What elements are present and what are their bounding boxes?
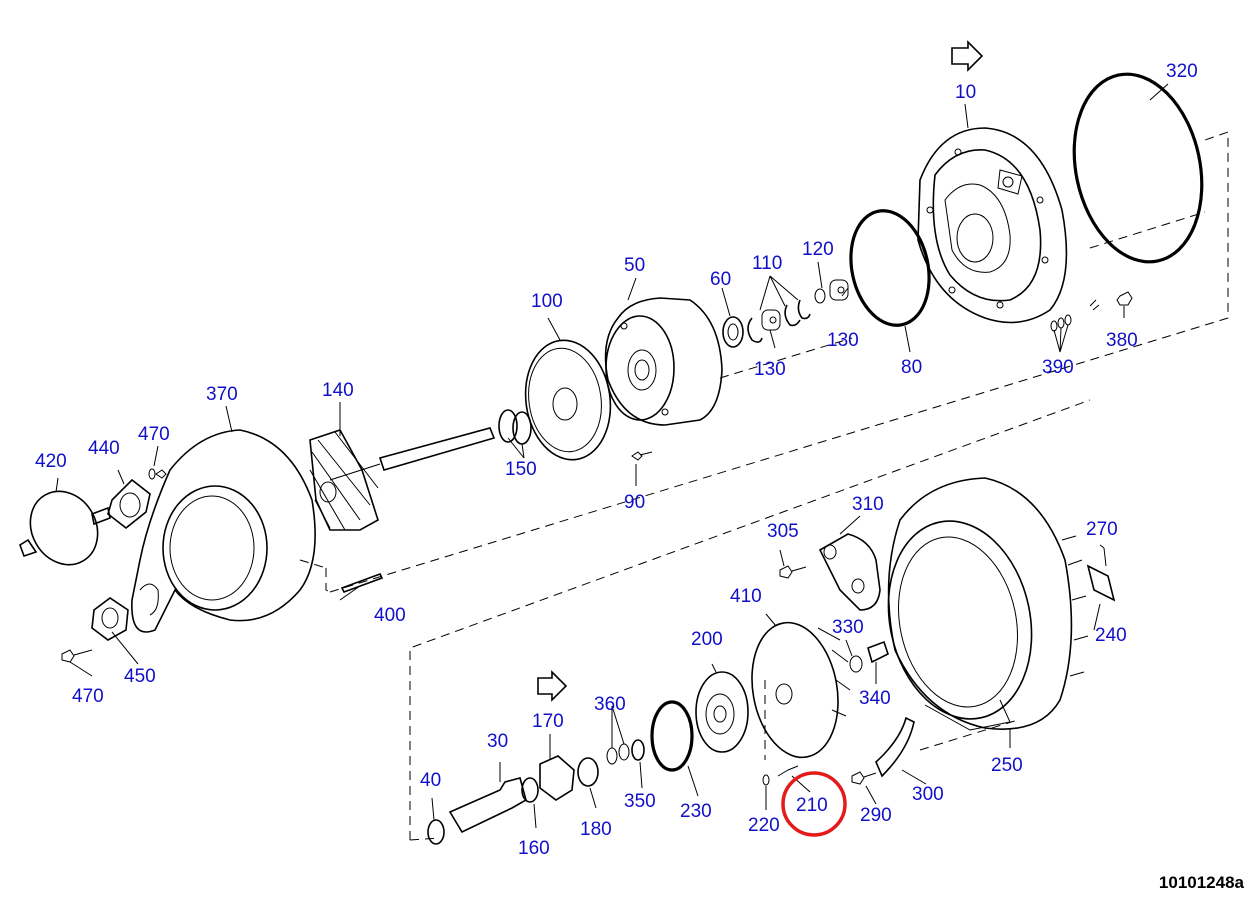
label-110: 110 [752, 253, 782, 274]
label-230: 230 [680, 801, 712, 822]
label-130a: 130 [827, 330, 859, 351]
label-380: 380 [1106, 330, 1138, 351]
part-330-washer [849, 655, 863, 673]
label-310: 310 [852, 494, 884, 515]
part-290-bolt [851, 771, 877, 785]
label-250: 250 [991, 755, 1023, 776]
label-350: 350 [624, 791, 656, 812]
label-390: 390 [1042, 357, 1074, 378]
label-470-lower: 470 [72, 686, 104, 707]
part-140-rotor-shaft [309, 427, 496, 531]
label-320: 320 [1166, 61, 1198, 82]
part-340-plug [867, 640, 889, 664]
part-150-piston-rings [498, 409, 532, 445]
label-90: 90 [624, 492, 645, 513]
label-360: 360 [594, 694, 626, 715]
part-470-bolt-upper [148, 468, 167, 480]
label-160: 160 [518, 838, 550, 859]
part-300-segment [875, 716, 915, 778]
label-270: 270 [1086, 519, 1118, 540]
label-50: 50 [624, 255, 645, 276]
part-160-washer [521, 777, 539, 803]
part-320-o-ring [1072, 72, 1204, 264]
part-220-washer [762, 774, 770, 786]
part-10-bearing-casing [917, 127, 1068, 324]
part-470-bolt-lower [61, 649, 93, 663]
label-470-upper: 470 [138, 424, 170, 445]
direction-arrow-upper [951, 40, 984, 72]
part-410-impeller [751, 621, 851, 759]
part-50-housing [604, 297, 723, 426]
part-210-bolt [777, 765, 799, 777]
label-200: 200 [691, 629, 723, 650]
lower-assembly-outline [409, 399, 1091, 841]
part-40-ring [427, 819, 445, 845]
parts-60-110-120-130-rings-bushings [722, 279, 849, 348]
part-450-flange [91, 597, 129, 641]
label-400: 400 [374, 605, 406, 626]
label-170: 170 [532, 711, 564, 732]
leader-lines [55, 83, 1169, 829]
part-360-rings [606, 743, 630, 765]
part-440-flange [107, 478, 151, 530]
label-305: 305 [767, 521, 799, 542]
label-210: 210 [796, 795, 828, 816]
part-230-o-ring [650, 700, 694, 772]
label-440: 440 [88, 438, 120, 459]
part-240-plate [1086, 564, 1116, 602]
part-305-bolt [779, 565, 807, 579]
label-420: 420 [35, 451, 67, 472]
part-400-stud [340, 573, 384, 593]
label-220: 220 [748, 815, 780, 836]
part-80-o-ring [849, 209, 931, 327]
label-240: 240 [1095, 625, 1127, 646]
part-420-cover [19, 490, 111, 566]
label-100: 100 [531, 291, 563, 312]
label-450: 450 [124, 666, 156, 687]
part-90-screw [631, 451, 653, 461]
label-120: 120 [802, 239, 834, 260]
direction-arrow-lower [537, 670, 568, 702]
part-370-turbine-housing [131, 429, 316, 633]
label-40: 40 [420, 770, 441, 791]
label-300: 300 [912, 784, 944, 805]
label-340: 340 [859, 688, 891, 709]
label-180: 180 [580, 819, 612, 840]
part-180-disc [577, 757, 599, 787]
label-150: 150 [505, 459, 537, 480]
label-10: 10 [955, 82, 976, 103]
upper-assembly-outline [325, 131, 1229, 593]
label-140: 140 [322, 380, 354, 401]
part-390-380-washers-nut [1050, 291, 1133, 332]
label-410: 410 [730, 586, 762, 607]
label-130b: 130 [754, 359, 786, 380]
highlight-circle-210 [781, 771, 847, 837]
part-30-bearing-bush [448, 777, 527, 834]
part-250-compressor-housing [887, 477, 1089, 731]
label-330: 330 [832, 617, 864, 638]
part-350-ring [631, 739, 645, 761]
part-100-cover-plate [524, 339, 612, 461]
label-30: 30 [487, 731, 508, 752]
part-200-seal-plate [695, 671, 749, 753]
label-80: 80 [901, 357, 922, 378]
part-270-screw [1103, 547, 1107, 567]
part-170-flange [539, 755, 575, 801]
drawing-code: 10101248a [1159, 873, 1245, 892]
part-310-bracket [818, 533, 881, 611]
label-370: 370 [206, 384, 238, 405]
label-60: 60 [710, 269, 731, 290]
label-290: 290 [860, 805, 892, 826]
